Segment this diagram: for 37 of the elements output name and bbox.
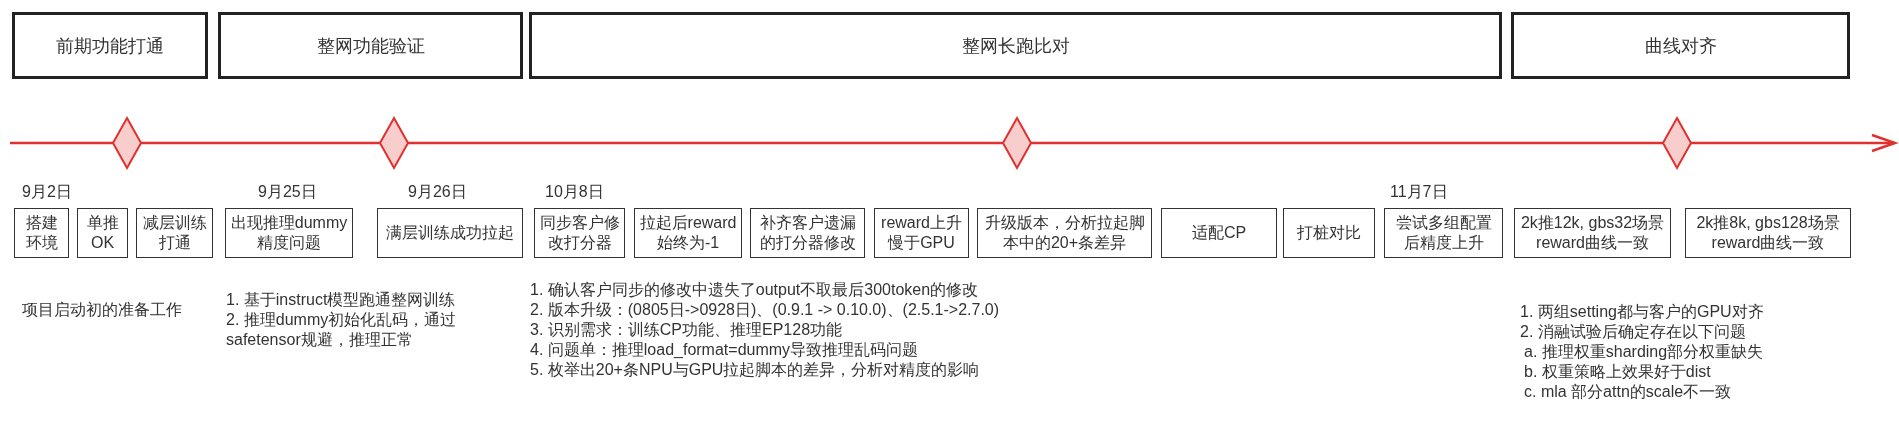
phase-box: 整网功能验证 [218,12,523,79]
date-label: 9月25日 [258,182,317,202]
event-box: 适配CP [1161,208,1277,258]
event-box: 减层训练打通 [136,208,213,258]
note-text: b. 权重策略上效果好于dist [1524,362,1711,382]
date-label: 11月7日 [1390,182,1448,202]
event-box: 2k推8k, gbs128场景 reward曲线一致 [1685,208,1851,258]
phase-box: 曲线对齐 [1511,12,1850,79]
note-text: a. 推理权重sharding部分权重缺失 [1524,342,1764,362]
event-box: 同步客户修改打分器 [534,208,625,258]
date-label: 10月8日 [545,182,604,202]
note-text: c. mla 部分attn的scale不一致 [1524,382,1732,402]
event-box: reward上升慢于GPU [874,208,969,258]
note-text: 5. 枚举出20+条NPU与GPU拉起脚本的差异，分析对精度的影响 [530,360,980,380]
note-text: 3. 识别需求：训练CP功能、推理EP128功能 [530,320,843,340]
note-text: 2. 消融试验后确定存在以下问题 [1520,322,1746,342]
date-label: 9月2日 [22,182,72,202]
event-box: 2k推12k, gbs32场景 reward曲线一致 [1514,208,1671,258]
note-text: 1. 基于instruct模型跑通整网训练 [226,290,456,310]
event-box: 升级版本，分析拉起脚本中的20+条差异 [977,208,1152,258]
event-box: 搭建环境 [14,208,69,258]
event-box: 出现推理dummy精度问题 [225,208,353,258]
phase-box: 整网长跑比对 [529,12,1502,79]
note-text: 1. 两组setting都与客户的GPU对齐 [1520,302,1764,322]
note-text: 1. 确认客户同步的修改中遗失了output不取最后300token的修改 [530,280,979,300]
date-label: 9月26日 [408,182,467,202]
note-text: 4. 问题单：推理load_format=dummy导致推理乱码问题 [530,340,919,360]
event-box: 打桩对比 [1283,208,1375,258]
event-box: 拉起后reward始终为-1 [634,208,742,258]
phase-box: 前期功能打通 [12,12,208,79]
event-box: 满层训练成功拉起 [377,208,523,258]
event-box: 补齐客户遗漏的打分器修改 [750,208,865,258]
note-text: 2. 版本升级：(0805日->0928日)、(0.9.1 -> 0.10.0)、(2.5.1->2.7.0) [530,300,1000,320]
note-text: 项目启动初的准备工作 [22,300,182,320]
note-text: 2. 推理dummy初始化乱码，通过safetensor规避，推理正常 [226,310,458,350]
event-box: 单推OK [77,208,128,258]
event-box: 尝试多组配置后精度上升 [1384,208,1503,258]
